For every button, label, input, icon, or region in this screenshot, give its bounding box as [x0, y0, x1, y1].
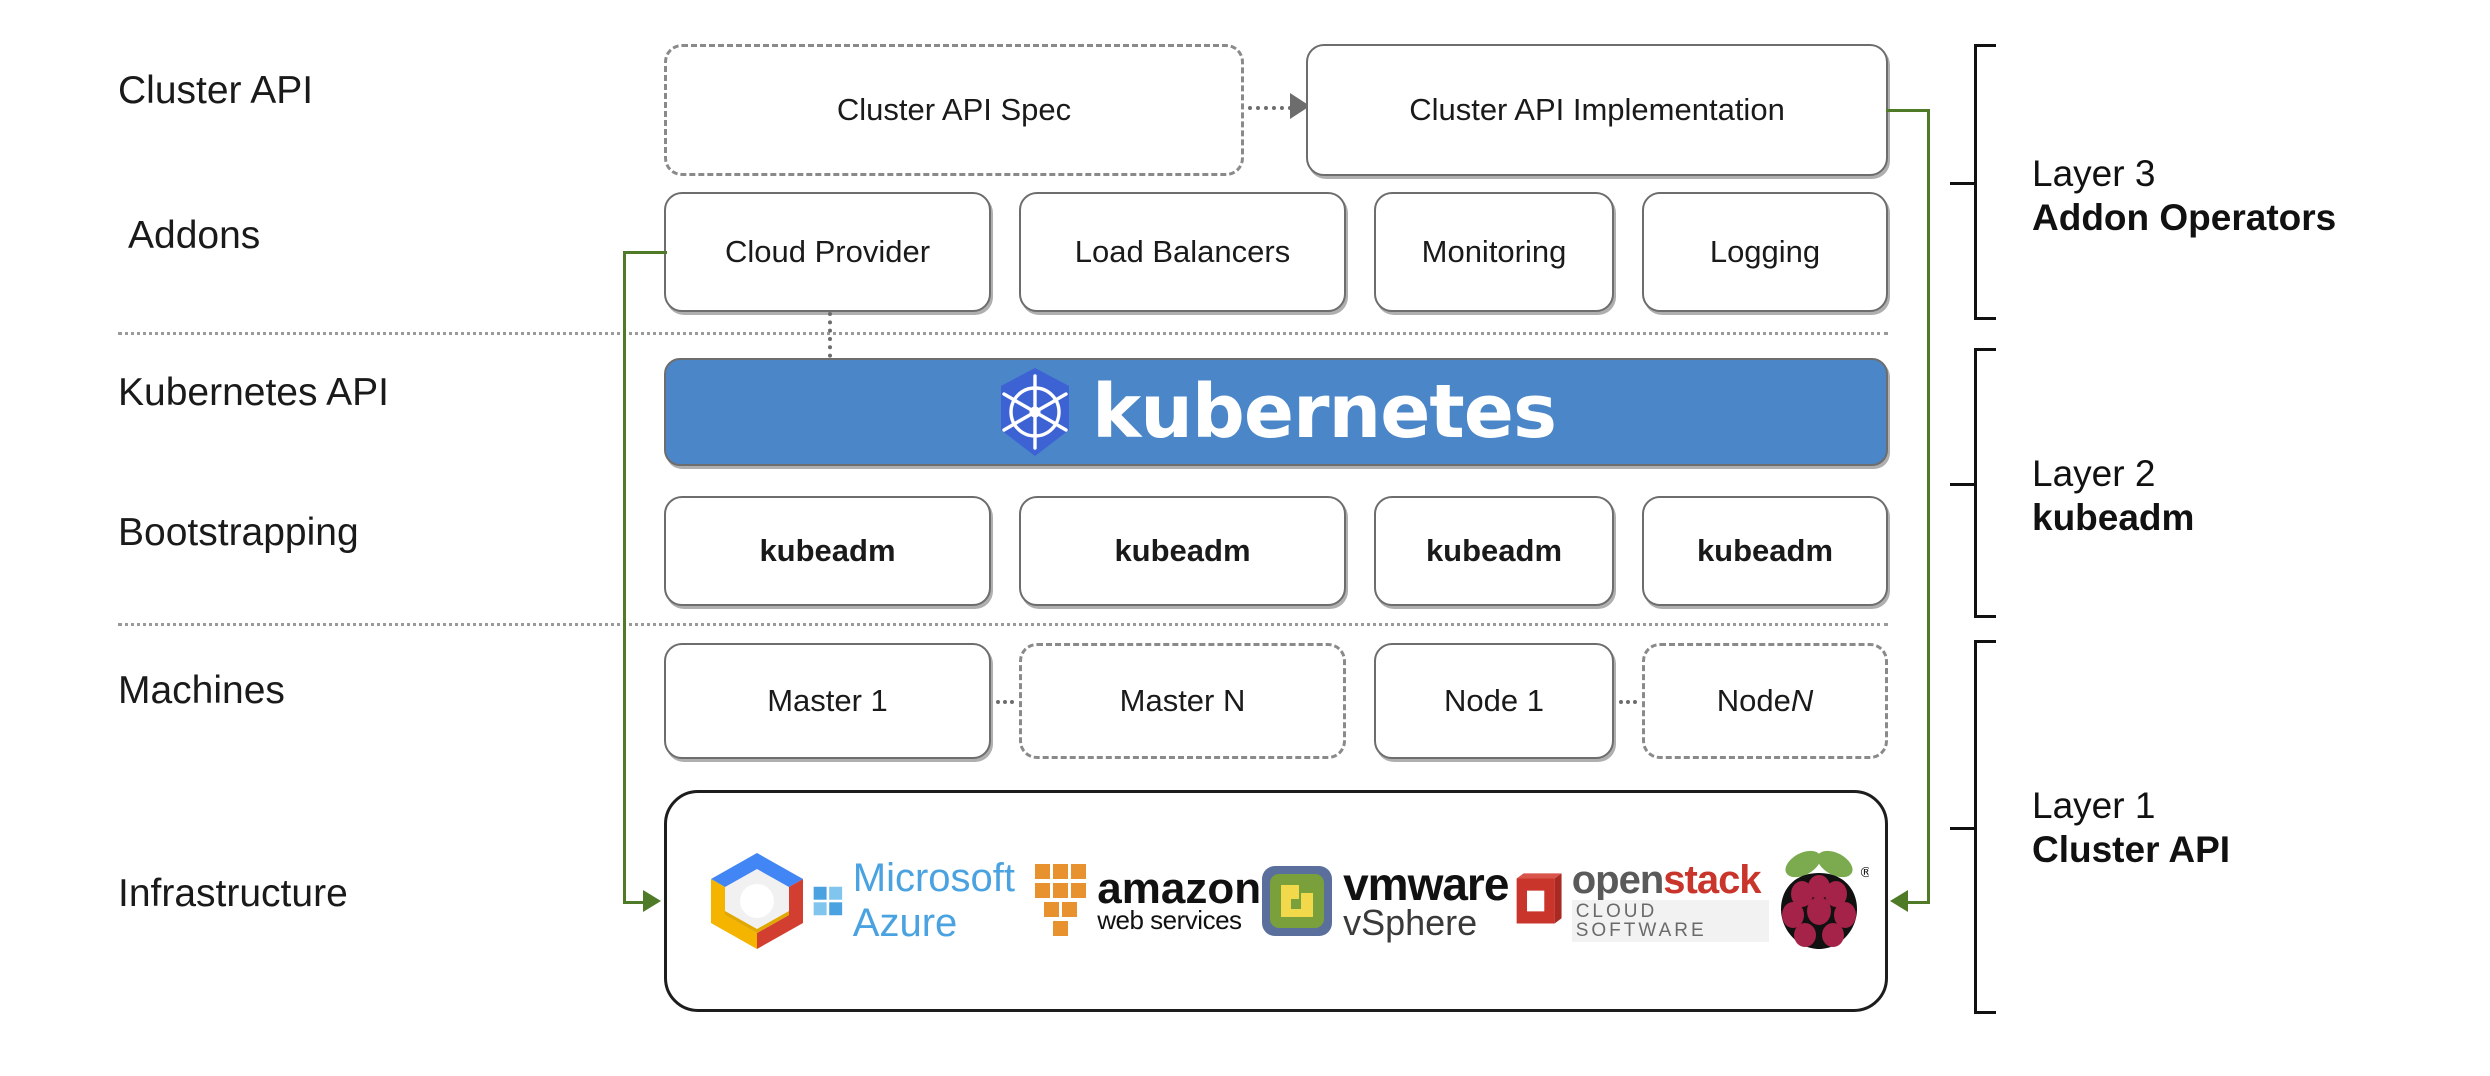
machine-label-master-1: Master 1 [767, 683, 888, 718]
provider-logo-google-cloud[interactable] [701, 846, 813, 956]
right-connector-arrowhead [1890, 890, 1908, 912]
provider-logo-aws[interactable]: amazon web services [1031, 846, 1261, 956]
section-divider-bottom [118, 623, 1888, 626]
aws-label-bottom: web services [1097, 905, 1242, 936]
right-connector-top-segment [1886, 109, 1930, 112]
bootstrap-label-2: kubeadm [1114, 533, 1251, 568]
bootstrap-box-1[interactable]: kubeadm [664, 496, 991, 606]
layer-label-2: Layer 2 kubeadm [2032, 452, 2194, 539]
openstack-label-tagline: CLOUD SOFTWARE [1571, 900, 1770, 942]
microsoft-azure-label: Microsoft Azure [852, 856, 1016, 945]
bootstrap-box-4[interactable]: kubeadm [1642, 496, 1888, 606]
row-label-bootstrapping: Bootstrapping [118, 511, 359, 554]
right-connector-vertical [1927, 109, 1930, 901]
left-connector-arrowhead [643, 890, 661, 912]
layer-3-name: Addon Operators [2032, 196, 2337, 238]
machine-label-master-n: Master N [1119, 683, 1246, 718]
layer-bracket-2 [1950, 348, 2000, 618]
layer-1-number: Layer 1 [2032, 785, 2156, 826]
machine-box-master-1[interactable]: Master 1 [664, 643, 991, 759]
addon-label-monitoring: Monitoring [1421, 234, 1567, 269]
provider-logo-microsoft-azure[interactable]: Microsoft Azure [813, 846, 1031, 956]
aws-cubes-icon [1035, 864, 1087, 936]
spec-to-impl-connector [1248, 106, 1300, 110]
cluster-api-implementation-label: Cluster API Implementation [1409, 92, 1785, 127]
layer-2-name: kubeadm [2032, 496, 2195, 538]
aws-label-top: amazon [1097, 863, 1262, 913]
machines-ellipsis-2 [1619, 700, 1637, 704]
right-connector-bottom-segment [1908, 901, 1930, 904]
svg-text:®: ® [1859, 865, 1869, 881]
provider-logo-openstack[interactable]: openstack CLOUD SOFTWARE [1508, 846, 1770, 956]
openstack-label-stack: stack [1663, 858, 1761, 902]
machine-box-node-1[interactable]: Node 1 [1374, 643, 1614, 759]
left-connector-top-segment [623, 251, 667, 254]
microsoft-azure-icon [813, 886, 843, 916]
addon-label-cloud-provider: Cloud Provider [724, 234, 931, 269]
openstack-label-open: open [1571, 858, 1665, 902]
machine-label-node-n-suffix: N [1790, 683, 1814, 718]
layer-2-number: Layer 2 [2032, 453, 2156, 494]
kubernetes-wordmark: kubernetes [1091, 369, 1557, 455]
row-label-kubernetes-api: Kubernetes API [118, 371, 390, 414]
cluster-api-implementation-box[interactable]: Cluster API Implementation [1306, 44, 1888, 176]
google-cloud-hexagon-icon [711, 853, 803, 949]
layer-3-number: Layer 3 [2032, 153, 2156, 194]
infrastructure-box[interactable]: Microsoft Azure amazon web services [664, 790, 1888, 1012]
row-label-machines: Machines [118, 669, 285, 712]
left-connector-bottom-segment [623, 901, 645, 904]
layer-1-name: Cluster API [2032, 828, 2231, 870]
machine-box-master-n[interactable]: Master N [1019, 643, 1346, 759]
raspberry-pi-icon: ® [1781, 850, 1869, 949]
section-divider-top [118, 332, 1888, 335]
layer-bracket-3 [1950, 44, 2000, 320]
left-connector-vertical [623, 251, 626, 901]
bootstrap-box-3[interactable]: kubeadm [1374, 496, 1614, 606]
provider-logo-raspberry-pi[interactable]: ® [1769, 846, 1869, 956]
cluster-api-spec-box[interactable]: Cluster API Spec [664, 44, 1244, 176]
machine-label-node-n-prefix: Node [1716, 683, 1791, 718]
addon-box-load-balancers[interactable]: Load Balancers [1019, 192, 1346, 312]
cloud-provider-to-kubernetes-connector [828, 312, 832, 366]
addon-box-cloud-provider[interactable]: Cloud Provider [664, 192, 991, 312]
spec-to-impl-arrowhead [1290, 93, 1310, 119]
cluster-api-spec-label: Cluster API Spec [836, 92, 1072, 127]
addon-label-load-balancers: Load Balancers [1074, 234, 1291, 269]
addon-box-monitoring[interactable]: Monitoring [1374, 192, 1614, 312]
layer-label-1: Layer 1 Cluster API [2032, 784, 2230, 871]
bootstrap-box-2[interactable]: kubeadm [1019, 496, 1346, 606]
addon-box-logging[interactable]: Logging [1642, 192, 1888, 312]
bootstrap-label-1: kubeadm [759, 533, 896, 568]
layer-bracket-1 [1950, 640, 2000, 1014]
bootstrap-label-3: kubeadm [1425, 533, 1563, 568]
vmware-label-top: vmware [1343, 858, 1509, 911]
kubernetes-banner[interactable]: kubernetes [664, 358, 1888, 466]
machine-box-node-n[interactable]: Node N [1642, 643, 1888, 759]
addon-label-logging: Logging [1709, 234, 1821, 269]
kubernetes-helm-wheel-icon [996, 366, 1074, 458]
row-label-cluster-api: Cluster API [118, 69, 314, 112]
row-label-addons: Addons [128, 214, 261, 257]
bootstrap-label-4: kubeadm [1696, 533, 1834, 568]
vmware-vsphere-icon [1262, 866, 1333, 936]
vmware-label-bottom: vSphere [1343, 901, 1478, 943]
layer-label-3: Layer 3 Addon Operators [2032, 152, 2336, 239]
row-label-infrastructure: Infrastructure [118, 872, 348, 915]
openstack-icon [1517, 873, 1562, 924]
machine-label-node-1: Node 1 [1444, 683, 1544, 718]
machines-ellipsis-1 [996, 700, 1014, 704]
provider-logo-vmware-vsphere[interactable]: vmware vSphere [1261, 846, 1509, 956]
